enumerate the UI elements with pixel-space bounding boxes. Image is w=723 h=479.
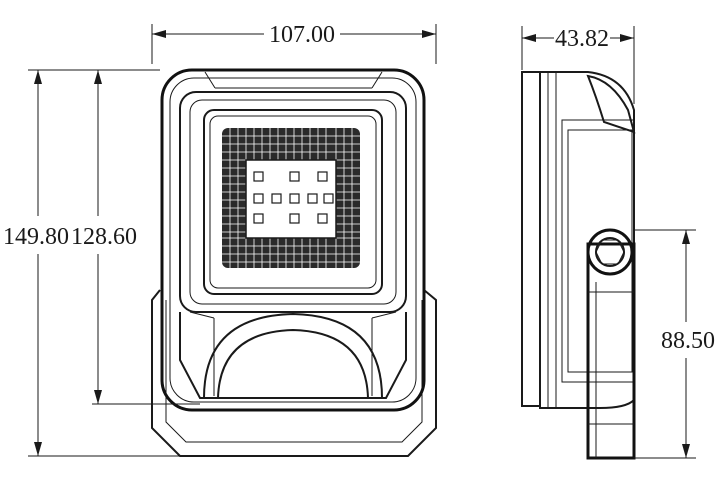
front-window-frame-outer	[179, 91, 407, 313]
front-bracket-inner	[165, 300, 423, 443]
dimension-lines	[28, 24, 696, 459]
dim-side-bracket-height: 88.50	[661, 328, 715, 354]
led-chip	[317, 213, 328, 224]
front-housing-inner	[169, 77, 417, 403]
front-housing-outer	[160, 68, 426, 412]
front-led-array	[253, 171, 334, 224]
led-chip	[317, 171, 328, 182]
front-view	[151, 68, 437, 457]
side-rear-plate	[521, 71, 541, 407]
led-chip	[253, 171, 264, 182]
front-reflector-grid	[222, 128, 360, 268]
led-chip	[253, 213, 264, 224]
side-pivot-bolt	[595, 237, 625, 267]
front-window-frame-mid	[189, 99, 397, 305]
side-bracket	[586, 242, 636, 460]
side-top-handle	[586, 74, 636, 134]
front-top-chamfer	[204, 71, 383, 89]
front-lower-body	[179, 312, 407, 399]
side-heatsink-inner	[567, 129, 633, 373]
led-chip	[307, 193, 318, 204]
side-view	[521, 71, 636, 460]
led-chip	[323, 193, 334, 204]
side-pivot-knob	[586, 228, 634, 276]
dim-front-height-overall: 149.80	[3, 224, 69, 250]
front-handle-arch-outer	[203, 312, 383, 399]
side-pivot-hex	[595, 239, 625, 265]
led-chip	[289, 193, 300, 204]
led-chip	[289, 213, 300, 224]
dim-front-height-body: 128.60	[71, 224, 137, 250]
front-window-frame-inner	[203, 109, 383, 295]
led-chip	[271, 193, 282, 204]
front-lower-chamfer	[189, 311, 397, 396]
led-chip	[289, 171, 300, 182]
front-window-frame-lens	[209, 115, 377, 289]
front-bracket-outline	[151, 289, 437, 457]
dim-side-depth: 43.82	[555, 26, 609, 52]
dim-front-width: 107.00	[269, 22, 335, 48]
front-handle-arch-inner	[217, 328, 369, 399]
led-chip	[253, 193, 264, 204]
